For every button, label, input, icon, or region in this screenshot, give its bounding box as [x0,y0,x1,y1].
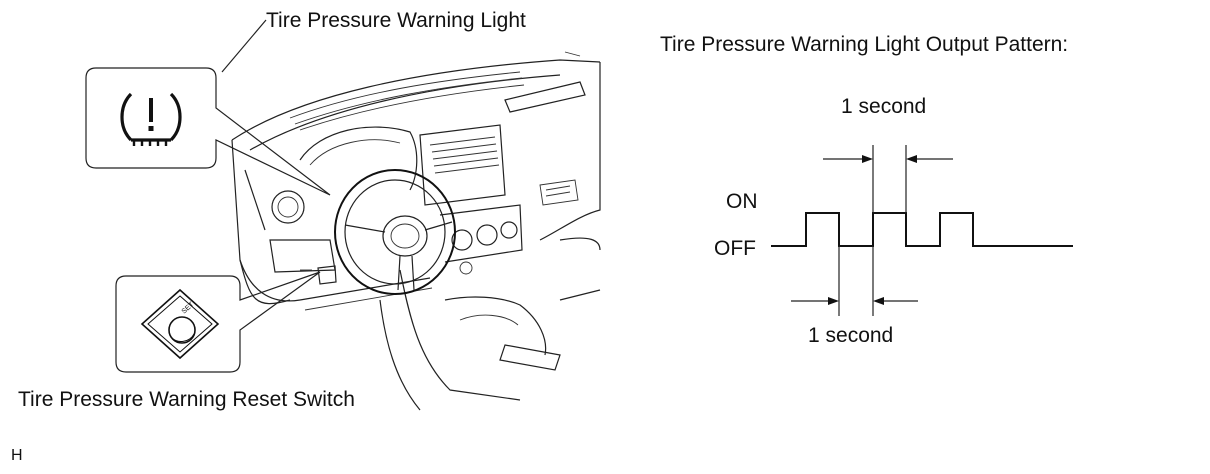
off-level-label: OFF [714,237,756,260]
bottom-dimension-marker [791,246,918,316]
on-level-label: ON [726,190,758,213]
reset-switch-label: Tire Pressure Warning Reset Switch [18,388,355,411]
tire-pressure-warning-icon [120,92,182,146]
warning-light-leader [221,19,267,73]
warning-light-callout: Tire Pressure Warning Light [85,9,526,196]
top-dimension-marker [823,145,953,213]
reset-switch-callout: SET Tire Pressure Warning Reset Switch [18,271,355,411]
warning-light-callout-box [85,67,331,196]
duration-top-label: 1 second [841,95,926,118]
reset-switch-icon: SET [140,288,220,360]
output-pattern: Tire Pressure Warning Light Output Patte… [660,33,1073,347]
warning-light-label: Tire Pressure Warning Light [266,9,526,32]
output-pattern-title: Tire Pressure Warning Light Output Patte… [660,33,1068,56]
duration-bottom-label: 1 second [808,324,893,347]
figure-code: H [11,447,23,464]
dashboard-illustration [231,51,601,411]
reset-switch-callout-box [115,271,321,373]
square-wave-signal [771,212,1073,247]
